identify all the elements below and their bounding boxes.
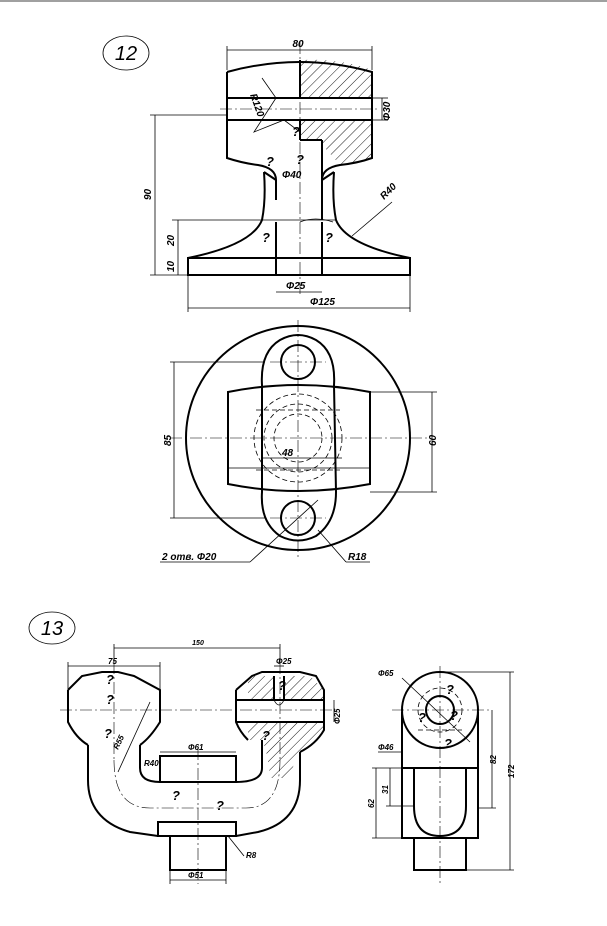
task-12-number: 12 bbox=[115, 43, 137, 65]
right-boss-outline-left bbox=[236, 690, 248, 740]
bottom-flange bbox=[158, 822, 236, 836]
unknown-mark: ? bbox=[292, 124, 300, 139]
unknown-mark: ? bbox=[278, 678, 286, 693]
base-plate bbox=[188, 258, 410, 275]
dim-75: 75 bbox=[108, 657, 117, 666]
u-pipe-inner-right bbox=[236, 740, 262, 782]
dim-phi125: Φ125 bbox=[310, 297, 335, 308]
dim-85: 85 bbox=[163, 434, 174, 446]
dim-r120: R120 bbox=[247, 92, 266, 119]
head-section-hatch-bottom bbox=[300, 120, 372, 165]
unknown-mark: ? bbox=[262, 230, 270, 245]
dim-150: 150 bbox=[192, 640, 204, 647]
leader-r18 bbox=[318, 530, 346, 562]
unknown-mark: ? bbox=[172, 788, 180, 803]
task-12-front-view: 80 R120 Φ30 90 Φ40 R40 20 10 Φ25 Φ125 bbox=[143, 39, 410, 312]
dim-r40: R40 bbox=[144, 759, 159, 768]
dim-82: 82 bbox=[489, 755, 498, 764]
dim-boss-phi25: Φ25 bbox=[276, 657, 292, 666]
dim-holes: 2 отв. Φ20 bbox=[161, 552, 217, 563]
dim-phi51: Φ51 bbox=[188, 871, 204, 880]
dim-48: 48 bbox=[281, 448, 294, 459]
unknown-mark: ? bbox=[450, 708, 458, 723]
dim-60: 60 bbox=[428, 434, 439, 446]
dim-31: 31 bbox=[381, 785, 390, 794]
dim-r8: R8 bbox=[246, 851, 257, 860]
right-boss-hatch-bottom bbox=[248, 722, 324, 778]
dim-phi30: Φ30 bbox=[382, 101, 393, 121]
task-13-number: 13 bbox=[41, 618, 63, 640]
dim-r55: R55 bbox=[112, 733, 127, 751]
dim-r18: R18 bbox=[348, 552, 367, 563]
dim-phi46: Φ46 bbox=[378, 743, 394, 752]
dim-10: 10 bbox=[166, 260, 177, 272]
leader-r8 bbox=[228, 836, 244, 856]
unknown-mark: ? bbox=[106, 672, 114, 687]
dim-172: 172 bbox=[507, 764, 516, 778]
unknown-mark: ? bbox=[446, 682, 454, 697]
fillet-left bbox=[188, 172, 265, 258]
leader-r40 bbox=[352, 202, 392, 236]
unknown-mark: ? bbox=[418, 710, 426, 725]
unknown-mark: ? bbox=[296, 152, 304, 167]
unknown-mark: ? bbox=[216, 798, 224, 813]
dim-r40: R40 bbox=[378, 181, 399, 202]
dim-phi65: Φ65 bbox=[378, 669, 394, 678]
dim-90: 90 bbox=[143, 188, 154, 200]
dim-20: 20 bbox=[166, 234, 177, 247]
unknown-mark: ? bbox=[444, 736, 452, 751]
dim-80: 80 bbox=[292, 39, 304, 50]
unknown-mark: ? bbox=[104, 726, 112, 741]
fillet-right bbox=[333, 172, 410, 258]
pipe-centerline bbox=[114, 760, 280, 808]
dim-phi25: Φ25 bbox=[286, 281, 306, 292]
left-boss-outline-left bbox=[68, 690, 88, 745]
task-13-side-view: Φ65 Φ46 82 172 62 31 ? ? ? ? bbox=[367, 666, 516, 884]
dim-phi61: Φ61 bbox=[188, 743, 204, 752]
unknown-mark: ? bbox=[266, 154, 274, 169]
task-12: 12 bbox=[103, 36, 439, 563]
right-boss-hatch-top-left bbox=[248, 676, 274, 700]
task-12-top-view: 85 60 48 2 отв. Φ20 R18 bbox=[160, 320, 439, 563]
unknown-mark: ? bbox=[325, 230, 333, 245]
dim-phi40: Φ40 bbox=[282, 170, 302, 181]
task-13: 13 bbox=[29, 612, 516, 884]
task-13-front-view: 150 75 Φ25 Φ25 R55 R40 Φ61 R8 Φ51 ? ? ? … bbox=[60, 640, 342, 884]
wavy-break bbox=[300, 219, 333, 222]
dim-62: 62 bbox=[367, 799, 376, 808]
unknown-mark: ? bbox=[106, 692, 114, 707]
dim-right-bore: Φ25 bbox=[333, 708, 342, 724]
unknown-mark: ? bbox=[262, 728, 270, 743]
